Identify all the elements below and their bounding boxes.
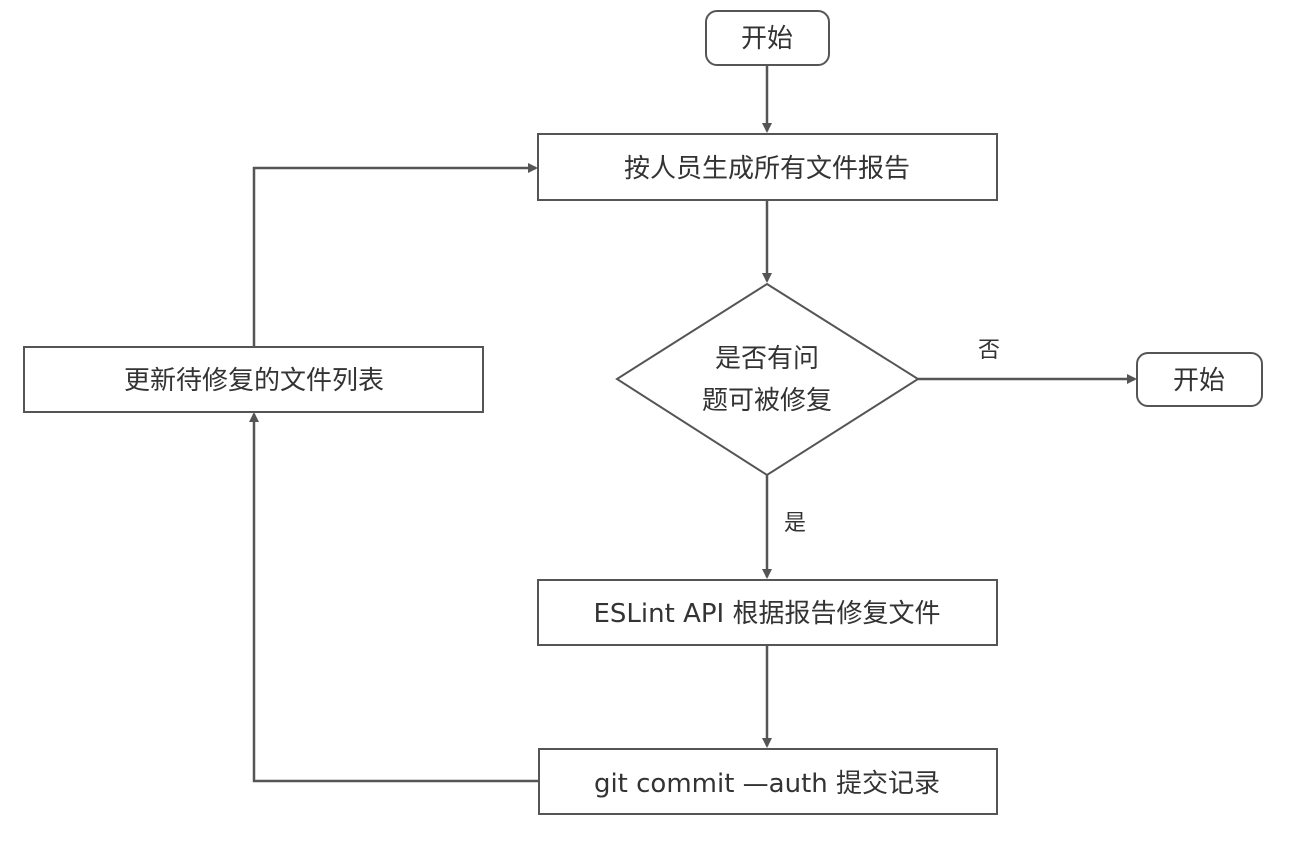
decision-label-line1: 是否有问: [715, 344, 819, 374]
start-node: 开始: [705, 10, 830, 66]
update-list-label: 更新待修复的文件列表: [124, 366, 384, 396]
update-list-node: 更新待修复的文件列表: [23, 346, 484, 413]
git-commit-node: git commit —auth 提交记录: [538, 748, 998, 815]
no-label: 否: [978, 338, 1000, 363]
decision-node: 是否有问 题可被修复: [615, 282, 920, 477]
end-node: 开始: [1136, 352, 1263, 407]
edge-update-to-report: [252, 163, 538, 347]
eslint-fix-label: ESLint API 根据报告修复文件: [594, 599, 941, 629]
end-node-label: 开始: [1173, 366, 1225, 396]
edge-commit-to-update: [249, 412, 539, 783]
generate-report-node: 按人员生成所有文件报告: [537, 133, 998, 201]
start-node-label: 开始: [741, 24, 793, 54]
generate-report-label: 按人员生成所有文件报告: [624, 154, 910, 184]
git-commit-label: git commit —auth 提交记录: [594, 769, 940, 799]
decision-label-line2: 题可被修复: [702, 386, 832, 416]
edges: [249, 66, 1137, 783]
yes-label: 是: [784, 511, 806, 536]
eslint-fix-node: ESLint API 根据报告修复文件: [537, 579, 998, 646]
